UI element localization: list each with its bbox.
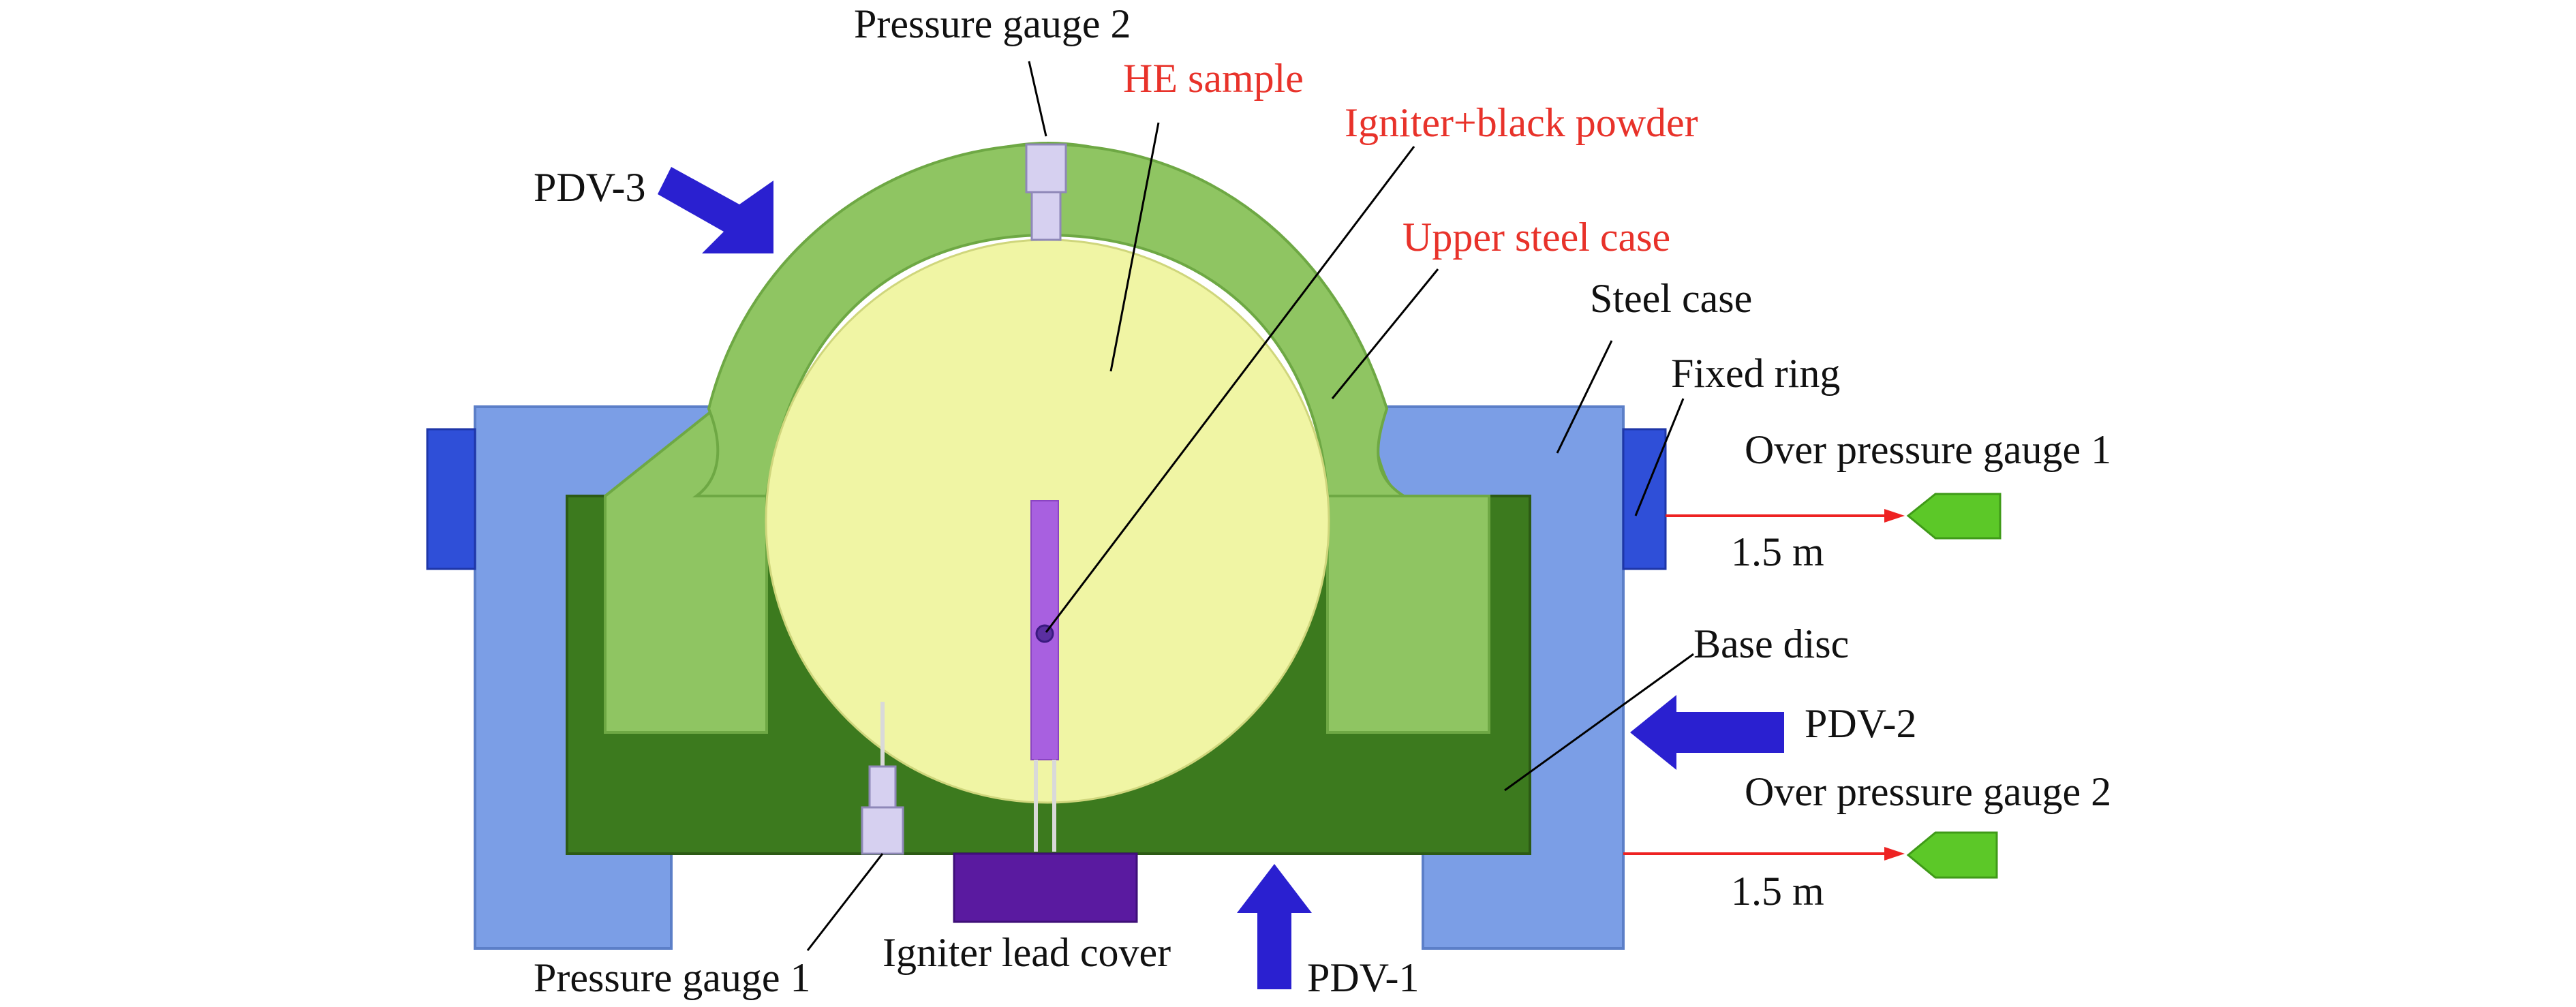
pdv-1-arrow: [1237, 864, 1312, 989]
pdv-2-arrow: [1630, 695, 1784, 770]
label-pdv-3: PDV-3: [534, 165, 646, 210]
leader-igniter: [1045, 146, 1415, 633]
label-pressure-gauge-1: Pressure gauge 1: [534, 955, 811, 1000]
pdv-3-arrow: [658, 167, 773, 253]
label-igniter-lead-cover: Igniter lead cover: [883, 930, 1171, 975]
label-base-disc: Base disc: [1693, 621, 1849, 666]
upper-case-dome: [692, 142, 1409, 497]
leader-steel-case: [1556, 340, 1613, 454]
label-pdv-2: PDV-2: [1805, 701, 1917, 746]
label-igniter-black-powder: Igniter+black powder: [1345, 100, 1698, 145]
igniter-lead-cover: [953, 852, 1138, 923]
label-steel-case: Steel case: [1590, 276, 1752, 321]
label-distance-2: 1.5 m: [1731, 869, 1824, 914]
leader-pressure-gauge-2: [1028, 61, 1047, 137]
leader-he-sample: [1109, 122, 1160, 372]
pressure-gauge-2-tip: [1030, 191, 1062, 241]
label-over-pressure-gauge-2: Over pressure gauge 2: [1745, 769, 2111, 814]
leader-upper-steel-case: [1331, 268, 1439, 399]
leader-base-disc: [1504, 653, 1694, 792]
label-pressure-gauge-2: Pressure gauge 2: [854, 1, 1131, 46]
label-upper-steel-case: Upper steel case: [1402, 215, 1670, 260]
pressure-gauge-1-body: [861, 806, 904, 855]
over-pressure-gauge-2: [1906, 831, 1998, 879]
label-he-sample: HE sample: [1123, 56, 1304, 101]
leader-pressure-gauge-1: [806, 853, 884, 951]
leader-fixed-ring: [1634, 398, 1685, 516]
label-fixed-ring: Fixed ring: [1671, 351, 1840, 396]
fixed-ring-left: [426, 428, 476, 570]
pressure-gauge-2-body: [1025, 143, 1067, 193]
over-pressure-gauge-1: [1906, 493, 2002, 540]
label-distance-1: 1.5 m: [1731, 529, 1824, 574]
distance-arrowhead-1: [1884, 509, 1905, 523]
label-over-pressure-gauge-1: Over pressure gauge 1: [1745, 427, 2111, 472]
label-pdv-1: PDV-1: [1307, 955, 1420, 1000]
distance-arrowhead-2: [1884, 847, 1905, 861]
fixed-ring-right: [1622, 428, 1667, 570]
pressure-gauge-1-tip: [868, 765, 897, 809]
